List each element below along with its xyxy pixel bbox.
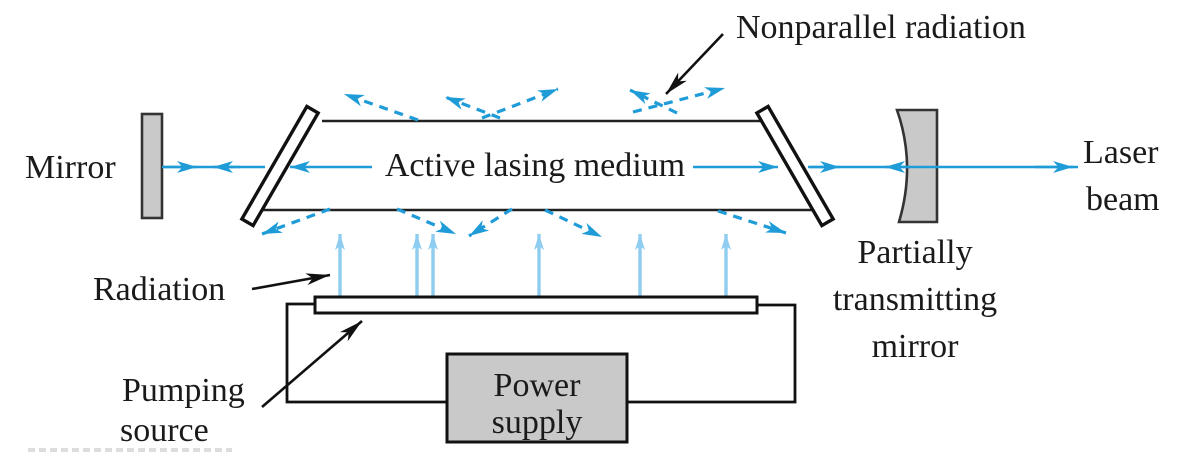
partial-mirror-label-line1: Partially — [857, 234, 972, 271]
right-window — [754, 104, 836, 228]
pumping-source-label-line2: source — [120, 412, 209, 449]
pumping-source-label-line1: Pumping — [122, 372, 245, 409]
partial-mirror-label-line3: mirror — [872, 328, 960, 365]
left-window — [239, 104, 321, 228]
circuit-wire-left — [285, 302, 447, 404]
nonparallel-ray — [717, 209, 787, 235]
power-supply-box — [445, 352, 629, 444]
nonparallel-rays-bottom — [261, 207, 787, 239]
nonparallel-ray — [261, 207, 331, 236]
radiation-pointer-arrow — [251, 273, 331, 291]
nonparallel-ray — [481, 87, 559, 120]
nonparallel-ray — [629, 88, 678, 115]
nonparallel-pointer-arrow — [665, 33, 724, 95]
laser-beam-label-line2: beam — [1086, 181, 1160, 218]
nonparallel-ray — [468, 207, 513, 238]
power-supply-label-line2: supply — [492, 404, 583, 441]
pump-radiation-arrows — [335, 234, 731, 296]
nonparallel-ray — [343, 92, 419, 122]
nonparallel-radiation-label: Nonparallel radiation — [736, 9, 1026, 46]
power-supply-label-line1: Power — [494, 367, 582, 404]
mirror-label: Mirror — [25, 149, 116, 186]
pumping-pointer-arrow — [261, 320, 363, 408]
partial-mirror-label-line2: transmitting — [833, 281, 997, 318]
nonparallel-ray — [396, 207, 457, 236]
flat-mirror — [140, 112, 164, 220]
nonparallel-ray — [444, 95, 501, 120]
active-medium-label: Active lasing medium — [385, 147, 685, 184]
radiation-label: Radiation — [93, 271, 225, 308]
nonparallel-ray — [544, 208, 603, 239]
pumping-source-bar — [313, 295, 759, 315]
nonparallel-rays-top — [343, 86, 726, 122]
laser-beam-label-line1: Laser — [1083, 134, 1159, 171]
circuit-wire-right — [627, 303, 797, 404]
